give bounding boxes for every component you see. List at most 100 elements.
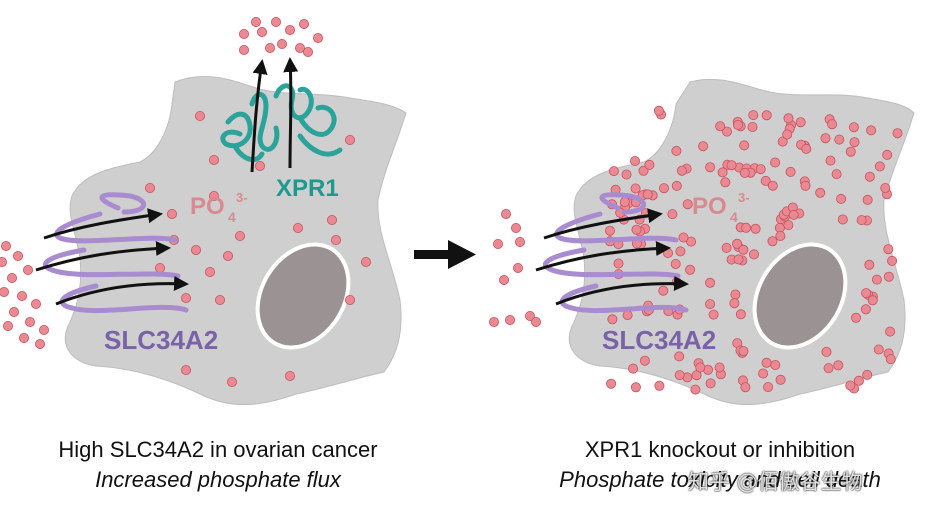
phosphate-dot bbox=[720, 177, 731, 188]
phosphate-dot bbox=[738, 346, 749, 357]
right-influx-arrows bbox=[535, 208, 689, 306]
phosphate-dot bbox=[770, 157, 781, 168]
phosphate-dot bbox=[35, 338, 46, 349]
phosphate-dot bbox=[531, 316, 542, 327]
right-nucleus bbox=[752, 242, 848, 350]
phosphate-dot bbox=[834, 134, 845, 145]
phosphate-dot bbox=[801, 143, 812, 154]
phosphate-dot bbox=[705, 162, 716, 173]
phosphate-dot bbox=[732, 238, 743, 249]
phosphate-dot bbox=[628, 363, 639, 374]
phosphate-dot bbox=[226, 376, 237, 387]
phosphate-dot bbox=[642, 189, 653, 200]
phosphate-dot bbox=[330, 234, 341, 245]
phosphate-dot bbox=[619, 196, 630, 207]
phosphate-dot bbox=[298, 18, 309, 29]
phosphate-dot bbox=[630, 183, 641, 194]
phosphate-dot bbox=[861, 288, 872, 299]
phosphate-dot bbox=[515, 236, 526, 247]
phosphate-dot bbox=[880, 182, 891, 193]
phosphate-dot bbox=[675, 246, 686, 257]
phosphate-dot bbox=[831, 169, 842, 180]
phosphate-dot bbox=[777, 136, 788, 147]
phosphate-dot bbox=[741, 222, 752, 233]
phosphate-dot bbox=[864, 171, 875, 182]
phosphate-dot bbox=[613, 258, 624, 269]
phosphate-dot bbox=[18, 332, 29, 343]
phosphate-dot bbox=[848, 122, 859, 133]
phosphate-dot bbox=[653, 105, 664, 116]
phosphate-dot bbox=[770, 359, 781, 370]
phosphate-dot bbox=[154, 262, 165, 273]
phosphate-dot bbox=[695, 362, 706, 373]
phosphate-dot bbox=[238, 28, 249, 39]
phosphate-dot bbox=[874, 161, 885, 172]
right-slc34a2-label: SLC34A2 bbox=[602, 325, 716, 355]
phosphate-dot bbox=[8, 306, 19, 317]
phosphate-dot bbox=[678, 232, 689, 243]
right-po4-subscript: 4 bbox=[730, 209, 738, 225]
phosphate-dot bbox=[738, 244, 749, 255]
phosphate-dot bbox=[862, 369, 873, 380]
phosphate-dot bbox=[492, 238, 503, 249]
phosphate-dot bbox=[7, 272, 17, 283]
phosphate-dot bbox=[658, 285, 669, 296]
phosphate-dot bbox=[3, 320, 13, 331]
phosphate-dot bbox=[883, 271, 894, 282]
phosphate-dot bbox=[740, 382, 751, 393]
phosphate-dot bbox=[714, 362, 725, 373]
right-caption: XPR1 knockout or inhibition bbox=[584, 437, 856, 462]
phosphate-dot bbox=[708, 309, 719, 320]
phosphate-dot bbox=[763, 382, 774, 393]
phosphate-dot bbox=[276, 39, 287, 50]
phosphate-dot bbox=[302, 47, 313, 58]
phosphate-dot bbox=[671, 277, 682, 288]
phosphate-dot bbox=[344, 134, 355, 145]
phosphate-dot bbox=[671, 180, 682, 191]
phosphate-dot bbox=[39, 324, 50, 335]
phosphate-dot bbox=[0, 257, 7, 267]
phosphate-dot bbox=[360, 256, 371, 267]
phosphate-dot bbox=[729, 298, 740, 309]
phosphate-dot bbox=[190, 244, 201, 255]
phosphate-dot bbox=[686, 236, 697, 247]
phosphate-dot bbox=[705, 378, 716, 389]
phosphate-dot bbox=[638, 165, 649, 176]
phosphate-dot bbox=[892, 128, 903, 139]
phosphate-dot bbox=[747, 122, 758, 133]
left-po4-label: PO bbox=[190, 193, 225, 220]
phosphate-dot bbox=[845, 146, 856, 157]
phosphate-dot bbox=[698, 141, 709, 152]
phosphate-dot bbox=[849, 137, 860, 148]
phosphate-dot bbox=[607, 314, 618, 325]
phosphate-dot bbox=[788, 209, 799, 220]
phosphate-dot bbox=[670, 258, 681, 269]
phosphate-dot bbox=[690, 384, 701, 395]
phosphate-dot bbox=[606, 378, 617, 389]
phosphate-dot bbox=[639, 355, 650, 366]
phosphate-dot bbox=[674, 370, 685, 381]
phosphate-dot bbox=[739, 140, 750, 151]
phosphate-dot bbox=[733, 254, 744, 265]
left-nucleus bbox=[255, 242, 351, 350]
phosphate-dot bbox=[721, 242, 732, 253]
phosphate-dot bbox=[644, 159, 655, 170]
phosphate-dot bbox=[1, 240, 11, 251]
phosphate-dot bbox=[715, 121, 726, 132]
phosphate-dot bbox=[674, 351, 685, 362]
phosphate-dot bbox=[254, 160, 265, 171]
phosphate-dot bbox=[815, 187, 826, 198]
phosphate-dot bbox=[864, 259, 875, 270]
phosphate-dot bbox=[208, 190, 219, 201]
phosphate-dot bbox=[827, 119, 838, 130]
phosphate-dot bbox=[750, 223, 761, 234]
right-po4-label: PO bbox=[692, 193, 727, 220]
phosphate-dot bbox=[682, 199, 693, 210]
phosphate-dot bbox=[783, 220, 794, 231]
phosphate-dot bbox=[312, 33, 323, 44]
transition-arrow-icon bbox=[414, 240, 476, 269]
phosphate-dot bbox=[513, 262, 524, 273]
phosphate-dot bbox=[525, 310, 536, 321]
left-po4-subscript: 4 bbox=[228, 209, 236, 225]
